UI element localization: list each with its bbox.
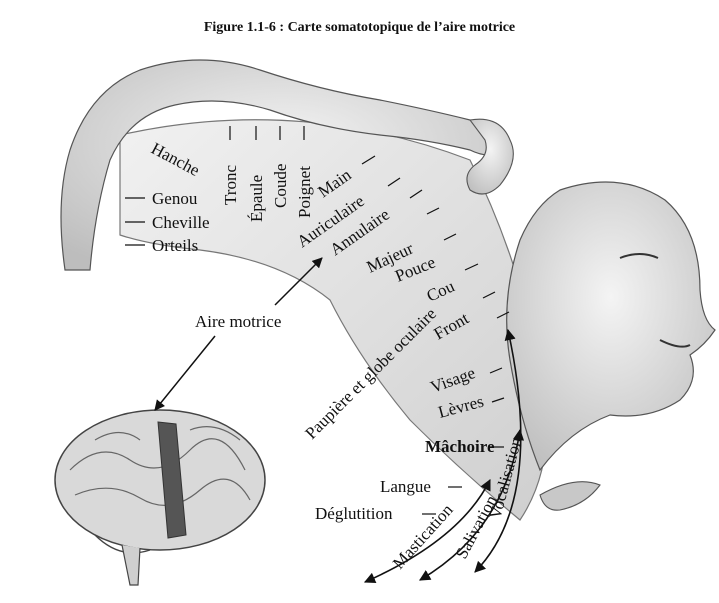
label-machoire: Mâchoire: [425, 437, 495, 456]
figure-title: Figure 1.1-6 : Carte somatotopique de l’…: [203, 20, 516, 35]
eye-mark: [619, 253, 659, 259]
label-tronc: Tronc: [221, 165, 240, 205]
arrow-vocalisation: [474, 328, 522, 573]
mouth-mark: [659, 339, 691, 348]
label-langue: Langue: [380, 477, 431, 496]
label-poignet: Poignet: [295, 166, 314, 218]
label-epaule: Épaule: [247, 175, 266, 222]
label-genou: Genou: [152, 189, 198, 208]
arrow-to-brain: [154, 335, 216, 411]
tongue-figure: [539, 481, 601, 511]
arrow-to-cortex: [274, 257, 323, 306]
brain-figure: [54, 409, 266, 586]
label-aire-motrice: Aire motrice: [195, 312, 281, 331]
motor-area-highlight: [157, 421, 187, 539]
label-deglutition: Déglutition: [315, 504, 393, 523]
label-cheville: Cheville: [152, 213, 210, 232]
label-coude: Coude: [271, 164, 290, 208]
hand-figure: [466, 118, 514, 195]
brainstem: [121, 544, 141, 586]
label-orteils: Orteils: [152, 236, 198, 255]
head-figure: [506, 181, 716, 472]
